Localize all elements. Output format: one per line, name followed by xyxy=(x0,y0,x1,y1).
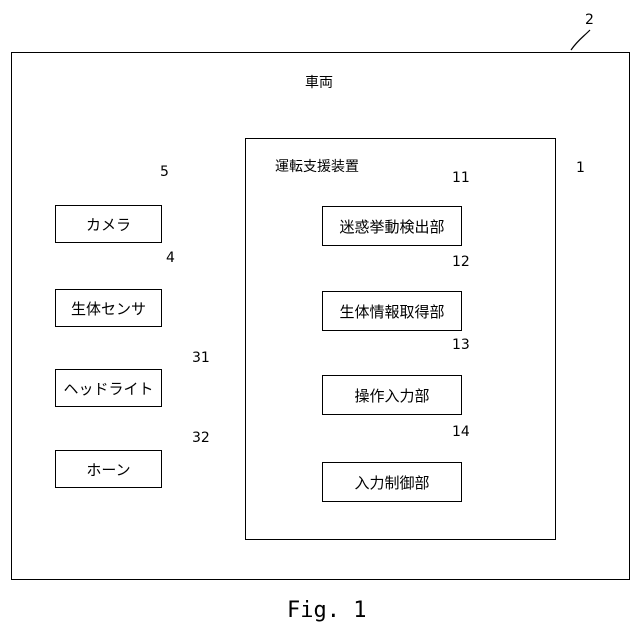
bio-info-acquirer-box: 生体情報取得部 xyxy=(322,291,462,331)
vehicle-label: 車両 xyxy=(305,72,333,92)
annoyance-detector-ref: 11 xyxy=(452,170,470,186)
headlight-ref: 31 xyxy=(192,350,210,366)
device-ref: 1 xyxy=(576,160,585,176)
annoyance-detector-box: 迷惑挙動検出部 xyxy=(322,206,462,246)
figure-caption: Fig. 1 xyxy=(287,598,366,623)
camera-box: カメラ xyxy=(55,205,162,243)
vehicle-ref: 2 xyxy=(585,12,594,28)
bio-info-acquirer-ref: 12 xyxy=(452,254,470,270)
operation-input-box: 操作入力部 xyxy=(322,375,462,415)
headlight-box: ヘッドライト xyxy=(55,369,162,407)
operation-input-ref: 13 xyxy=(452,337,470,353)
horn-ref: 32 xyxy=(192,430,210,446)
camera-ref: 5 xyxy=(160,164,169,180)
bio-sensor-ref: 4 xyxy=(166,250,175,266)
bio-sensor-box: 生体センサ xyxy=(55,289,162,327)
device-label: 運転支援装置 xyxy=(275,156,359,176)
input-control-box: 入力制御部 xyxy=(322,462,462,502)
leader-vehicle xyxy=(571,30,590,50)
horn-box: ホーン xyxy=(55,450,162,488)
input-control-ref: 14 xyxy=(452,424,470,440)
